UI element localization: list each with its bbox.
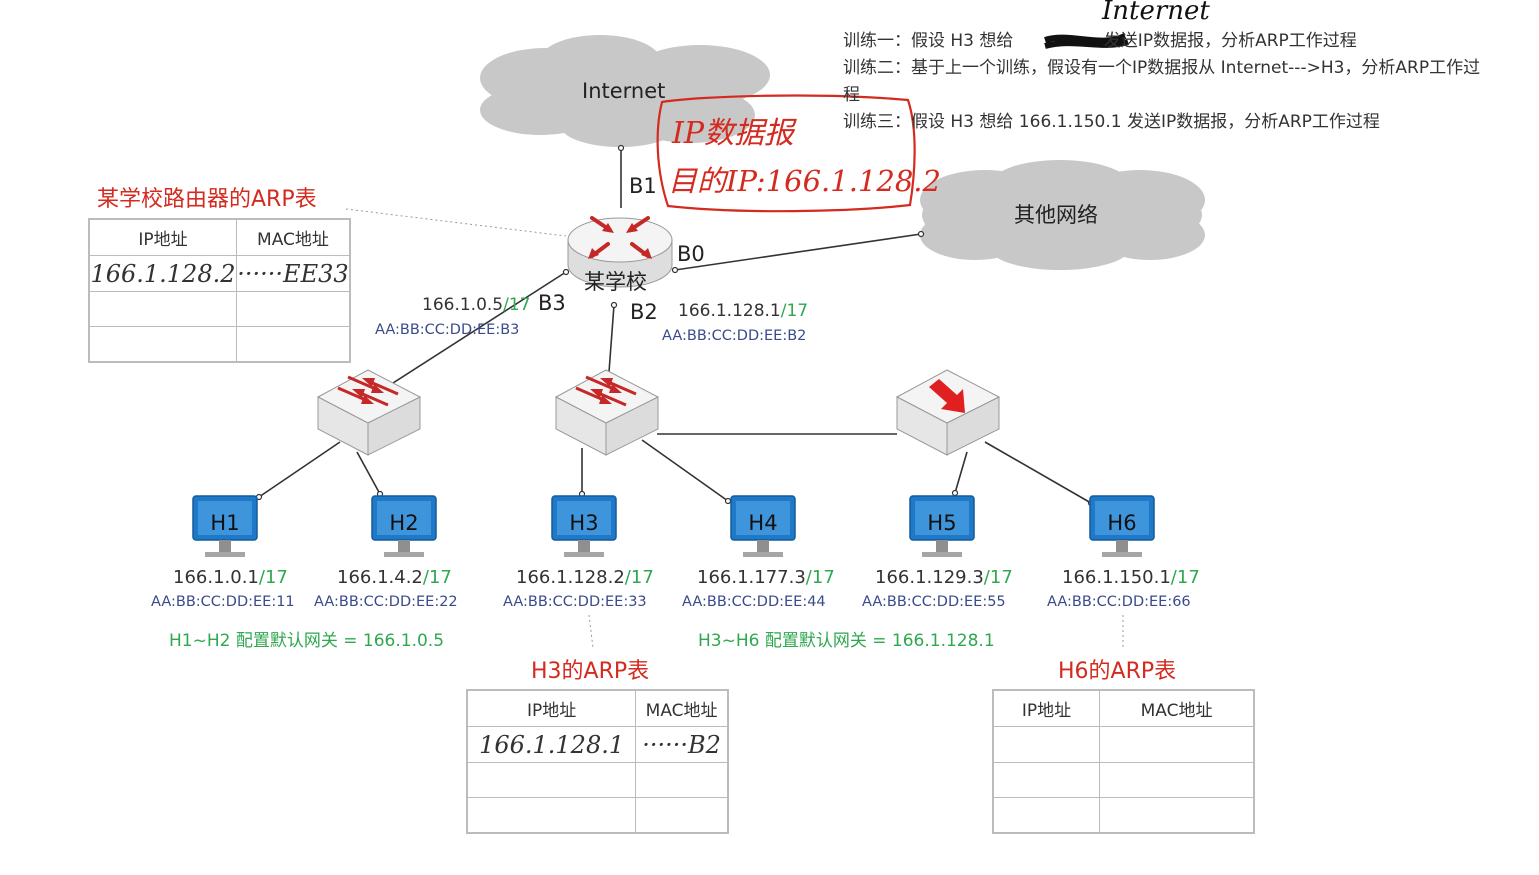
b3-ip: 166.1.0.5/17 [422,295,531,315]
switch-right [896,369,1000,456]
host-h6-mac: AA:BB:CC:DD:EE:66 [1047,594,1191,610]
host-h5-ip: 166.1.129.3/17 [875,567,1013,588]
h3-arp-row3-mac [635,797,728,833]
h6-arp-row1-mac [1099,726,1254,763]
h3-arp-row1-ip: 166.1.128.1 [466,726,637,763]
h3-arp-table-title: H3的ARP表 [531,659,650,684]
internet-label: Internet [582,79,666,103]
host-h2-ip: 166.1.4.2/17 [337,567,452,588]
router-arp-header-mac: MAC地址 [235,219,351,256]
scribble-mark [1044,33,1129,49]
host-h5-mac: AA:BB:CC:DD:EE:55 [862,594,1006,610]
router-arp-table-title: 某学校路由器的ARP表 [97,187,317,212]
router-arp-row2-mac [235,291,351,327]
gateway-h3-h6: H3~H6 配置默认网关 = 166.1.128.1 [698,631,995,651]
b2-ip: 166.1.128.1/17 [678,301,809,321]
host-h3-monitor-icon: H3 [551,495,617,558]
switch-middle [555,369,659,456]
port-b0: B0 [677,242,705,266]
handwritten-note-box [656,94,916,213]
h6-arp-row3-ip [992,797,1101,833]
h3-arp-row2-mac [635,762,728,798]
host-h4-ip: 166.1.177.3/17 [697,567,835,588]
host-h6-label: H6 [1107,511,1136,535]
h6-arp-table: IP地址 MAC地址 [992,689,1255,834]
other-network-label: 其他网络 [1014,203,1098,227]
router-arp-row2-ip [89,291,237,327]
host-h4-monitor-icon: H4 [730,495,796,558]
port-b3: B3 [538,291,566,315]
task-1: 训练一：假设 H3 想给 发送IP数据报，分析ARP工作过程 [843,28,1483,55]
router-arp-row3-mac [235,326,351,362]
host-h2-monitor-icon: H2 [371,495,437,558]
leader-lines [345,208,1124,649]
router-arp-header-ip: IP地址 [89,219,237,256]
host-h2-mac: AA:BB:CC:DD:EE:22 [314,594,458,610]
task-1-prefix: 训练一：假设 H3 想给 [843,31,1019,51]
host-h3-label: H3 [569,511,598,535]
internet-cloud [480,35,770,147]
task-3: 训练三：假设 H3 想给 166.1.150.1 发送IP数据报，分析ARP工作… [843,112,1380,132]
port-b1: B1 [629,174,657,198]
host-h4-label: H4 [748,511,777,535]
host-h6-monitor-icon: H6 [1089,495,1155,558]
b2-mac: AA:BB:CC:DD:EE:B2 [662,328,807,344]
h6-arp-row1-ip [992,726,1101,763]
router-label: 某学校 [584,270,647,294]
host-h3-ip: 166.1.128.2/17 [516,567,654,588]
host-h5-label: H5 [927,511,956,535]
host-h1-ip: 166.1.0.1/17 [173,567,288,588]
router-arp-row1-ip: 166.1.128.2 [89,255,237,292]
host-h5-monitor-icon: H5 [909,495,975,558]
task-list: 训练一：假设 H3 想给 发送IP数据报，分析ARP工作过程 训练二：基于上一个… [843,28,1483,136]
router-arp-table: IP地址 MAC地址 166.1.128.2 ······EE33 [88,218,351,363]
h6-arp-table-title: H6的ARP表 [1058,659,1177,684]
task-1-suffix: 发送IP数据报，分析ARP工作过程 [1103,31,1357,51]
host-h1-mac: AA:BB:CC:DD:EE:11 [151,594,295,610]
router-arp-row1-mac: ······EE33 [235,255,351,292]
h6-arp-header-mac: MAC地址 [1099,690,1254,727]
handwritten-note-line2: 目的IP:166.1.128.2 [668,164,941,198]
port-b2: B2 [630,300,658,324]
b3-mac: AA:BB:CC:DD:EE:B3 [375,322,520,338]
switch-left [317,369,421,456]
router-arp-row3-ip [89,326,237,362]
router-icon [567,216,673,288]
h6-arp-row2-mac [1099,762,1254,798]
h3-arp-row2-ip [466,762,637,798]
host-h4-mac: AA:BB:CC:DD:EE:44 [682,594,826,610]
host-h1-monitor-icon: H1 [192,495,258,558]
h3-arp-header-mac: MAC地址 [635,690,728,727]
h6-arp-row3-mac [1099,797,1254,833]
task-1-handwritten-annotation: Internet [1102,0,1210,26]
h3-arp-table: IP地址 MAC地址 166.1.128.1 ······B2 [466,689,729,834]
host-h6-ip: 166.1.150.1/17 [1062,567,1200,588]
h3-arp-row3-ip [466,797,637,833]
host-h2-label: H2 [389,511,418,535]
h6-arp-header-ip: IP地址 [992,690,1101,727]
handwritten-note-line1: IP数据报 [672,116,795,151]
host-h1-label: H1 [210,511,239,535]
h3-arp-row1-mac: ······B2 [635,726,728,763]
h3-arp-header-ip: IP地址 [466,690,637,727]
other-network-cloud [920,160,1205,270]
network-links [258,148,1092,504]
gateway-h1-h2: H1~H2 配置默认网关 = 166.1.0.5 [169,631,445,651]
host-h3-mac: AA:BB:CC:DD:EE:33 [503,594,647,610]
task-2: 训练二：基于上一个训练，假设有一个IP数据报从 Internet--->H3，分… [843,58,1481,105]
h6-arp-row2-ip [992,762,1101,798]
